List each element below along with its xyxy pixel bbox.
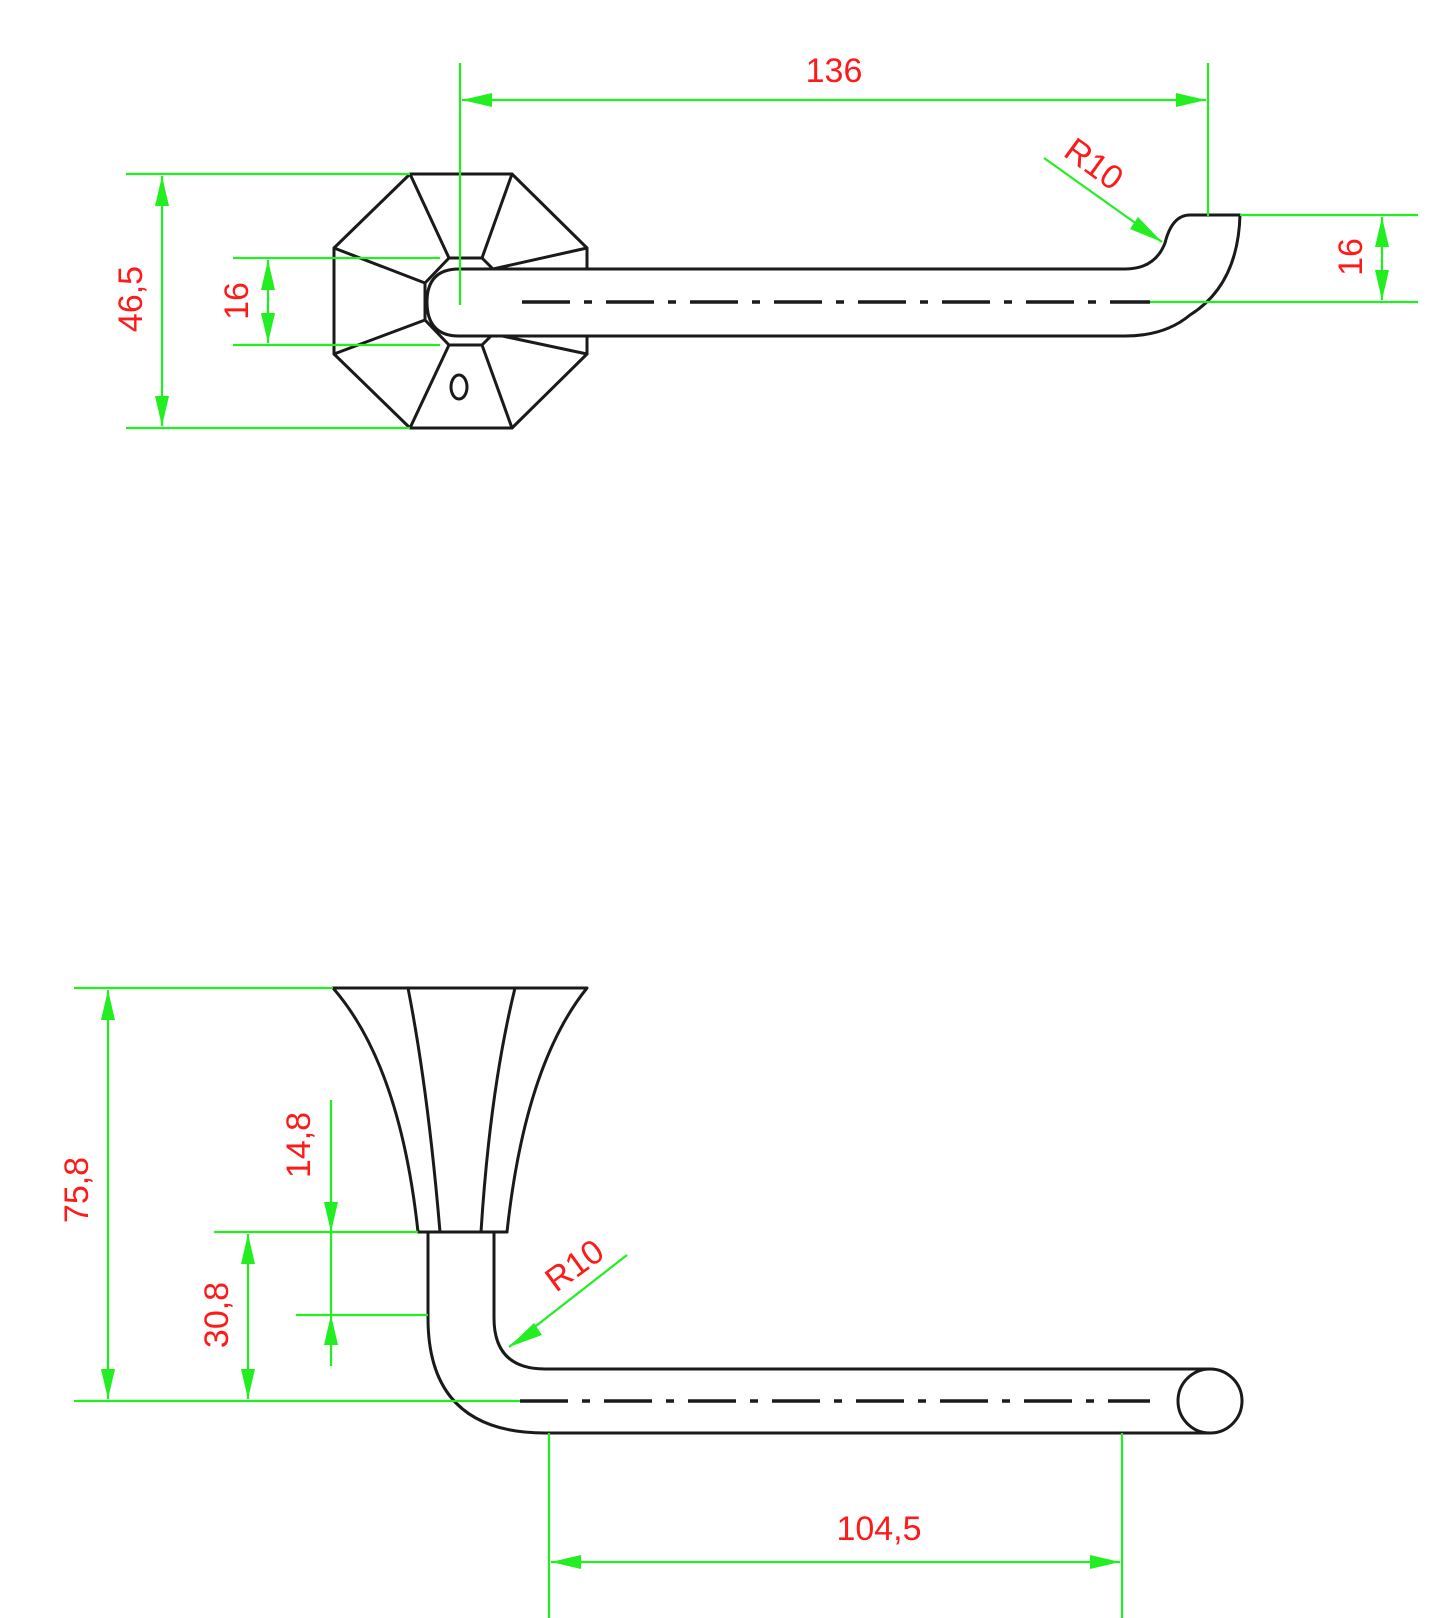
dim-bar-height: 30,8 — [198, 1230, 418, 1399]
dim-label-136: 136 — [806, 52, 863, 90]
top-view: 136 R10 46,5 16 — [112, 52, 1418, 430]
dim-radius-top: R10 — [1043, 131, 1163, 243]
dim-label-r10-top: R10 — [1057, 131, 1130, 198]
dim-total-height: 75,8 — [58, 986, 520, 1403]
holder-arm-front — [426, 1230, 1212, 1435]
dim-label-75-8: 75,8 — [58, 1157, 96, 1223]
dim-bar-width: 16 — [218, 256, 440, 347]
dim-hook-height: 16 — [1150, 213, 1418, 304]
dim-label-r10-front: R10 — [538, 1232, 611, 1299]
dim-label-104-5: 104,5 — [836, 1510, 921, 1548]
dim-bar-length: 104,5 — [547, 1433, 1124, 1618]
dim-length-136: 136 — [458, 52, 1210, 305]
holder-arm-top — [425, 213, 1242, 338]
dim-label-16-left: 16 — [218, 282, 256, 320]
rod-end-circle — [1176, 1367, 1244, 1435]
dim-radius-front: R10 — [508, 1232, 628, 1348]
dim-label-30-8: 30,8 — [198, 1282, 236, 1348]
front-view: 75,8 14,8 30,8 R10 — [58, 986, 1244, 1618]
dim-label-46-5: 46,5 — [112, 266, 150, 332]
screw-hole — [449, 373, 469, 401]
dim-plate-height: 46,5 — [112, 172, 410, 430]
flared-base — [331, 986, 589, 1234]
dim-label-16-right: 16 — [1332, 238, 1370, 276]
dim-label-14-8: 14,8 — [280, 1112, 318, 1178]
